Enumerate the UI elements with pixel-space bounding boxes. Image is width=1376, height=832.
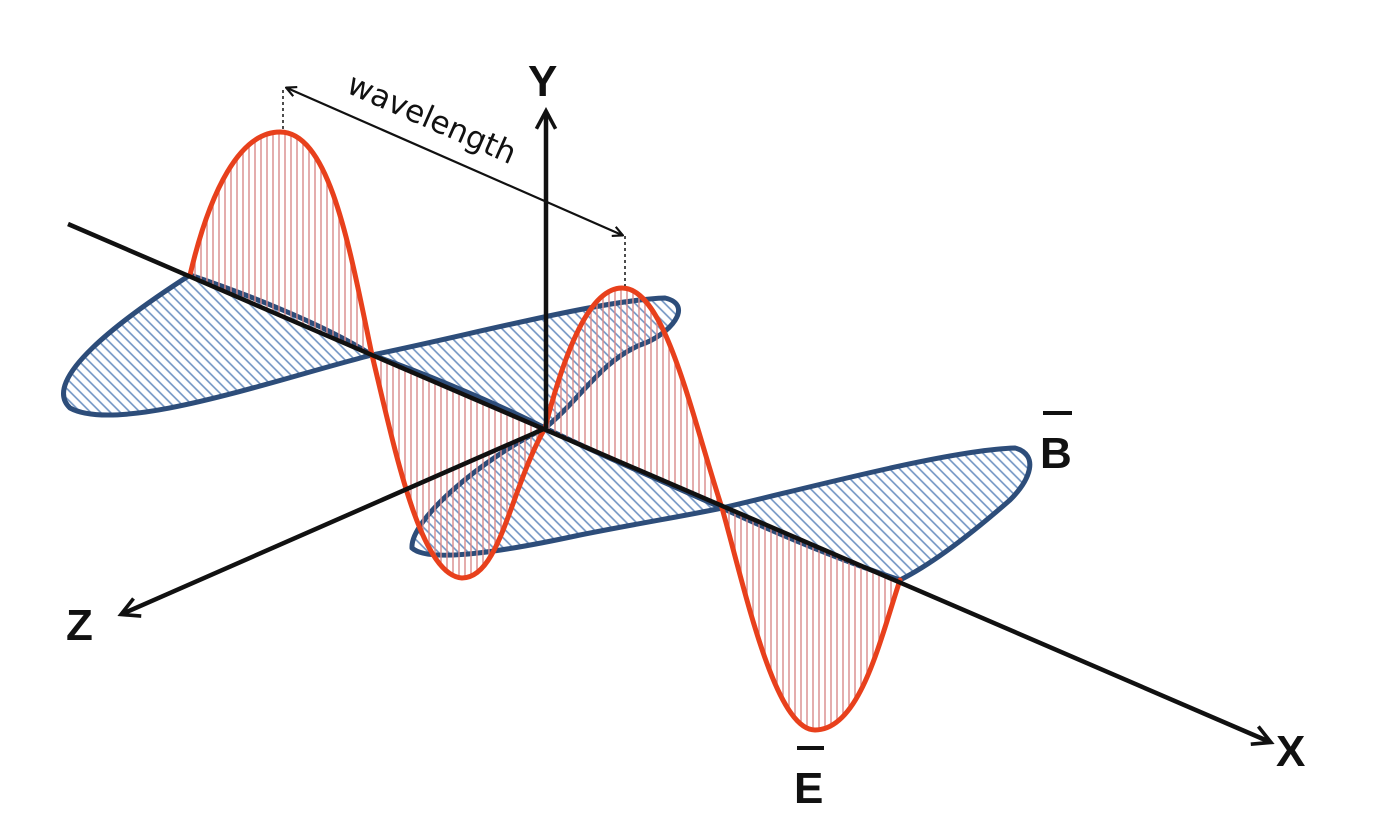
y-axis-label: Y <box>528 57 557 106</box>
x-axis-label: X <box>1276 727 1305 776</box>
wavelength-arrow <box>287 88 622 235</box>
electric-wave-fill <box>190 132 900 730</box>
z-axis <box>122 425 547 614</box>
magnetic-field-label: B <box>1040 429 1072 478</box>
wavelength-label: wavelength <box>342 66 522 172</box>
electric-field-label: E <box>794 764 823 813</box>
x-axis <box>67 221 1270 742</box>
z-axis-label: Z <box>66 601 93 650</box>
